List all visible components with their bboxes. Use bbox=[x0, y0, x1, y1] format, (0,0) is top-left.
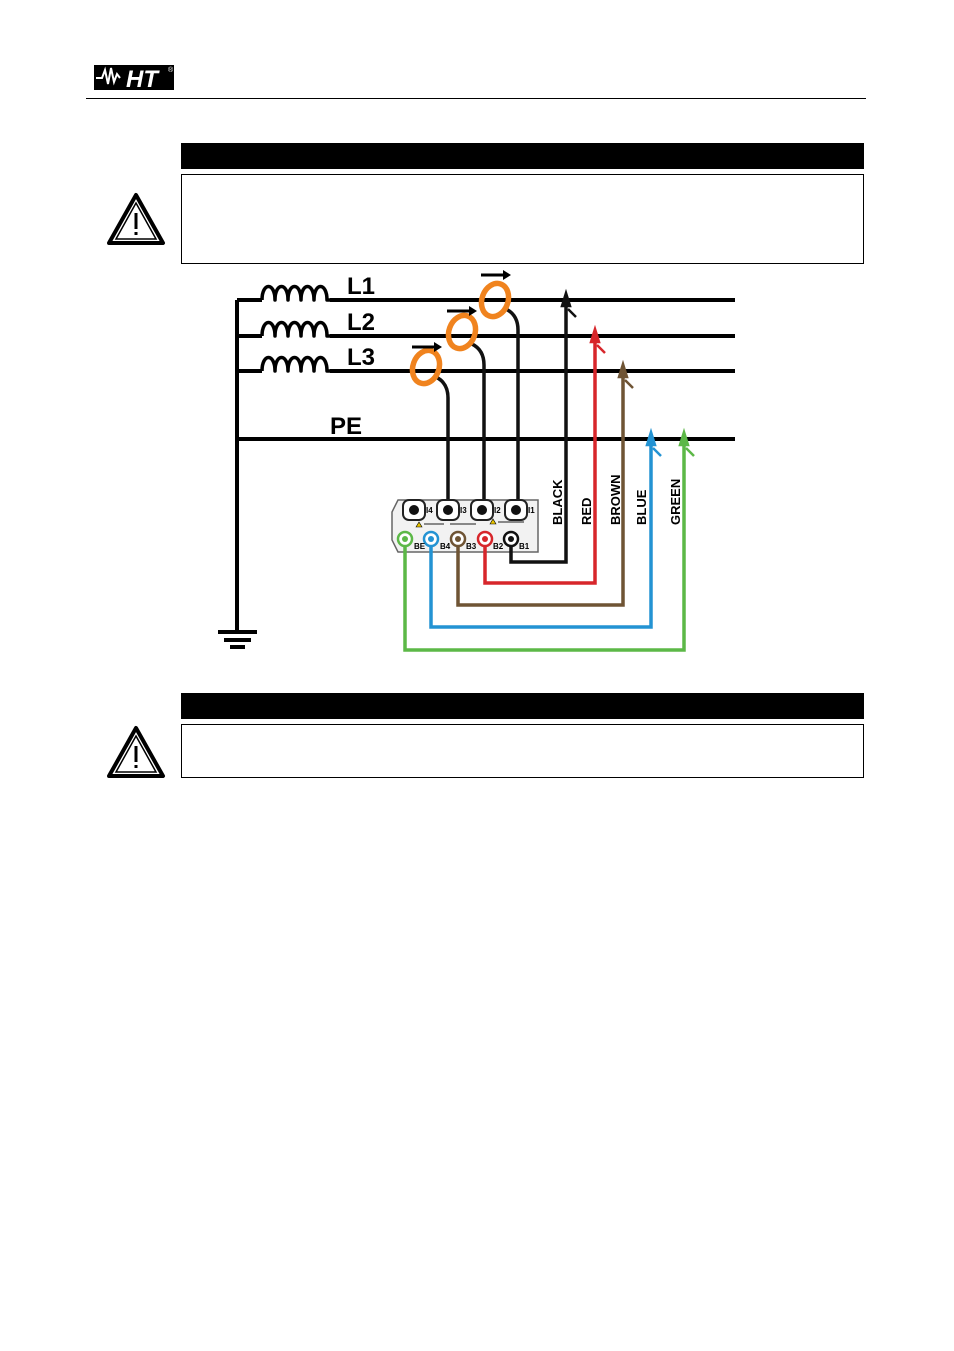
label-l3: L3 bbox=[347, 344, 375, 371]
clamp-cable-l2 bbox=[471, 342, 486, 508]
input-label-b3: B3 bbox=[466, 542, 477, 551]
label-l2: L2 bbox=[347, 309, 375, 336]
direction-arrows bbox=[412, 270, 511, 352]
wire-label-brown: BROWN bbox=[608, 474, 623, 525]
wire-label-blue: BLUE bbox=[634, 489, 649, 525]
coils bbox=[260, 284, 330, 373]
input-label-i2: I2 bbox=[494, 506, 501, 515]
input-label-i3: I3 bbox=[460, 506, 467, 515]
warning-bar-1 bbox=[181, 143, 864, 169]
input-label-b2: B2 bbox=[493, 542, 504, 551]
clamp-cable-l3 bbox=[435, 375, 450, 508]
current-clamps bbox=[409, 280, 512, 387]
input-label-b1: B1 bbox=[519, 542, 530, 551]
clamp-l3-icon bbox=[409, 347, 443, 387]
wire-label-black: BLACK bbox=[550, 479, 565, 525]
wire-label-green: GREEN bbox=[668, 479, 683, 525]
clamp-cable-l1 bbox=[505, 307, 520, 508]
input-label-be: BE bbox=[414, 542, 426, 551]
coil-l1 bbox=[260, 284, 330, 302]
warning-triangle-icon bbox=[107, 726, 165, 778]
clip-brown-icon bbox=[617, 359, 634, 389]
logo-text: HT bbox=[126, 66, 160, 92]
crocodile-clips bbox=[560, 288, 695, 457]
clip-black-icon bbox=[560, 288, 577, 318]
clamp-cables bbox=[435, 307, 520, 508]
wire-label-red: RED bbox=[579, 498, 594, 525]
header-rule bbox=[86, 98, 866, 99]
cable-red bbox=[483, 342, 597, 585]
instrument-panel: I4 I3 I2 I1 bbox=[391, 499, 539, 553]
clamp-l1-icon bbox=[478, 280, 512, 320]
warning-triangle-icon bbox=[107, 193, 165, 245]
clamp-l2-icon bbox=[445, 312, 479, 352]
cable-green bbox=[403, 445, 686, 652]
input-label-i4: I4 bbox=[426, 506, 433, 515]
warning-box-1 bbox=[181, 174, 864, 264]
input-label-b4: B4 bbox=[440, 542, 451, 551]
coil-l2 bbox=[260, 320, 330, 338]
cable-blue bbox=[429, 445, 653, 629]
cable-black bbox=[509, 306, 568, 564]
warning-box-2 bbox=[181, 724, 864, 778]
clip-green-icon bbox=[678, 427, 695, 457]
label-pe: PE bbox=[330, 413, 362, 440]
ht-logo: HT ® bbox=[94, 65, 174, 92]
clip-red-icon bbox=[589, 324, 606, 354]
ground-symbol-icon bbox=[218, 630, 257, 649]
cable-brown bbox=[456, 377, 625, 607]
input-label-i1: I1 bbox=[528, 506, 535, 515]
warning-bar-2 bbox=[181, 693, 864, 719]
coil-l3 bbox=[260, 355, 330, 373]
logo-registered-mark: ® bbox=[168, 66, 174, 74]
bus-lines bbox=[235, 298, 735, 632]
label-l1: L1 bbox=[347, 273, 375, 300]
clip-blue-icon bbox=[645, 427, 662, 457]
